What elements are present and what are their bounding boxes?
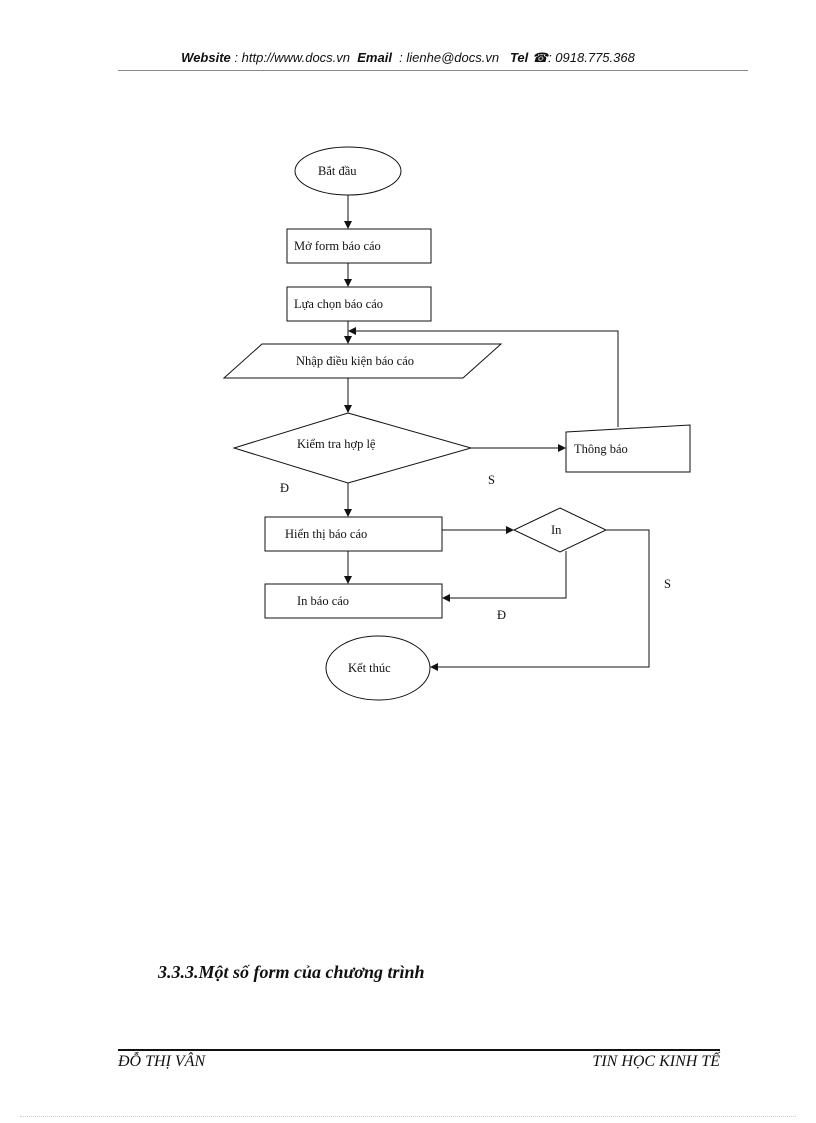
phone-icon: ☎ (531, 50, 549, 65)
select-report-node (286, 286, 432, 322)
email-value: : lienhe@docs.vn (399, 50, 500, 65)
bottom-dotted-line (20, 1116, 796, 1117)
notify-node (565, 424, 691, 473)
check-yes-label: Đ (280, 481, 289, 495)
footer-author: ĐỖ THỊ VÂN (118, 1053, 206, 1070)
input-conditions-node (222, 343, 503, 379)
show-report-node (264, 516, 443, 552)
tel-label: Tel (509, 50, 529, 65)
end-label: Kết thúc (348, 661, 391, 675)
start-label: Bắt đầu (318, 164, 357, 178)
open-form-node (286, 228, 432, 264)
open-form-label: Mở form báo cáo (294, 239, 381, 253)
connector-print-decision-no (430, 529, 650, 671)
print-decision-node (512, 507, 608, 553)
website-label: Website (181, 50, 231, 65)
print-decision-label: In (551, 523, 562, 537)
email-label: Email (357, 50, 392, 65)
footer-subject: TIN HỌC KINH TẾ (592, 1053, 720, 1070)
check-valid-label: Kiểm tra hợp lệ (297, 437, 376, 451)
page-header: Website : http://www.docs.vn Email : lie… (0, 50, 816, 66)
notify-label: Thông báo (574, 442, 628, 456)
input-conditions-label: Nhập điều kiện báo cáo (296, 354, 414, 368)
print-no-label: S (664, 577, 671, 591)
section-heading: 3.3.3.Một số form của chương trình (158, 962, 425, 982)
tel-value: : 0918.775.368 (548, 50, 635, 65)
connector-print-decision-yes (442, 551, 567, 602)
print-report-node (264, 583, 443, 619)
check-no-label: S (488, 473, 495, 487)
footer-divider (118, 1049, 720, 1051)
select-report-label: Lựa chọn báo cáo (294, 297, 383, 311)
print-report-label: In báo cáo (297, 594, 349, 608)
website-value: : http://www.docs.vn (234, 50, 351, 65)
show-report-label: Hiển thị báo cáo (285, 527, 367, 541)
print-yes-label: Đ (497, 608, 506, 622)
header-divider (118, 70, 748, 71)
connector-notify-loop-back (348, 327, 619, 427)
